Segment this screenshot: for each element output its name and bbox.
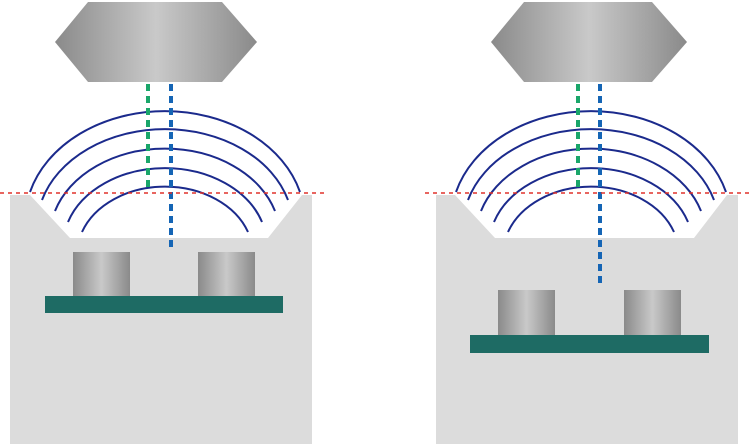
wave-arc xyxy=(467,128,715,201)
wave-arcs-left xyxy=(29,110,301,233)
component-cylinder-icon xyxy=(198,252,255,297)
wave-arc xyxy=(455,110,727,193)
panel-right xyxy=(425,2,749,444)
pcb-board xyxy=(470,335,709,353)
pcb-board xyxy=(45,296,283,313)
wave-arc xyxy=(54,147,276,212)
component-cylinder-icon xyxy=(624,290,681,337)
enclosure-right xyxy=(436,195,738,444)
wave-arcs-right xyxy=(455,110,727,233)
wave-arc xyxy=(67,167,263,223)
enclosure-left xyxy=(10,195,312,444)
wave-arc xyxy=(493,167,689,223)
panel-left xyxy=(0,2,325,444)
component-cylinder-icon xyxy=(73,252,130,297)
component-cylinder-icon xyxy=(498,290,555,337)
wave-arc xyxy=(29,110,301,193)
wave-arc xyxy=(480,147,702,212)
wave-arc xyxy=(81,185,249,233)
wave-arc xyxy=(507,185,675,233)
wave-arc xyxy=(41,128,289,201)
sensor-head-icon xyxy=(55,2,257,82)
sensor-head-icon xyxy=(491,2,687,82)
